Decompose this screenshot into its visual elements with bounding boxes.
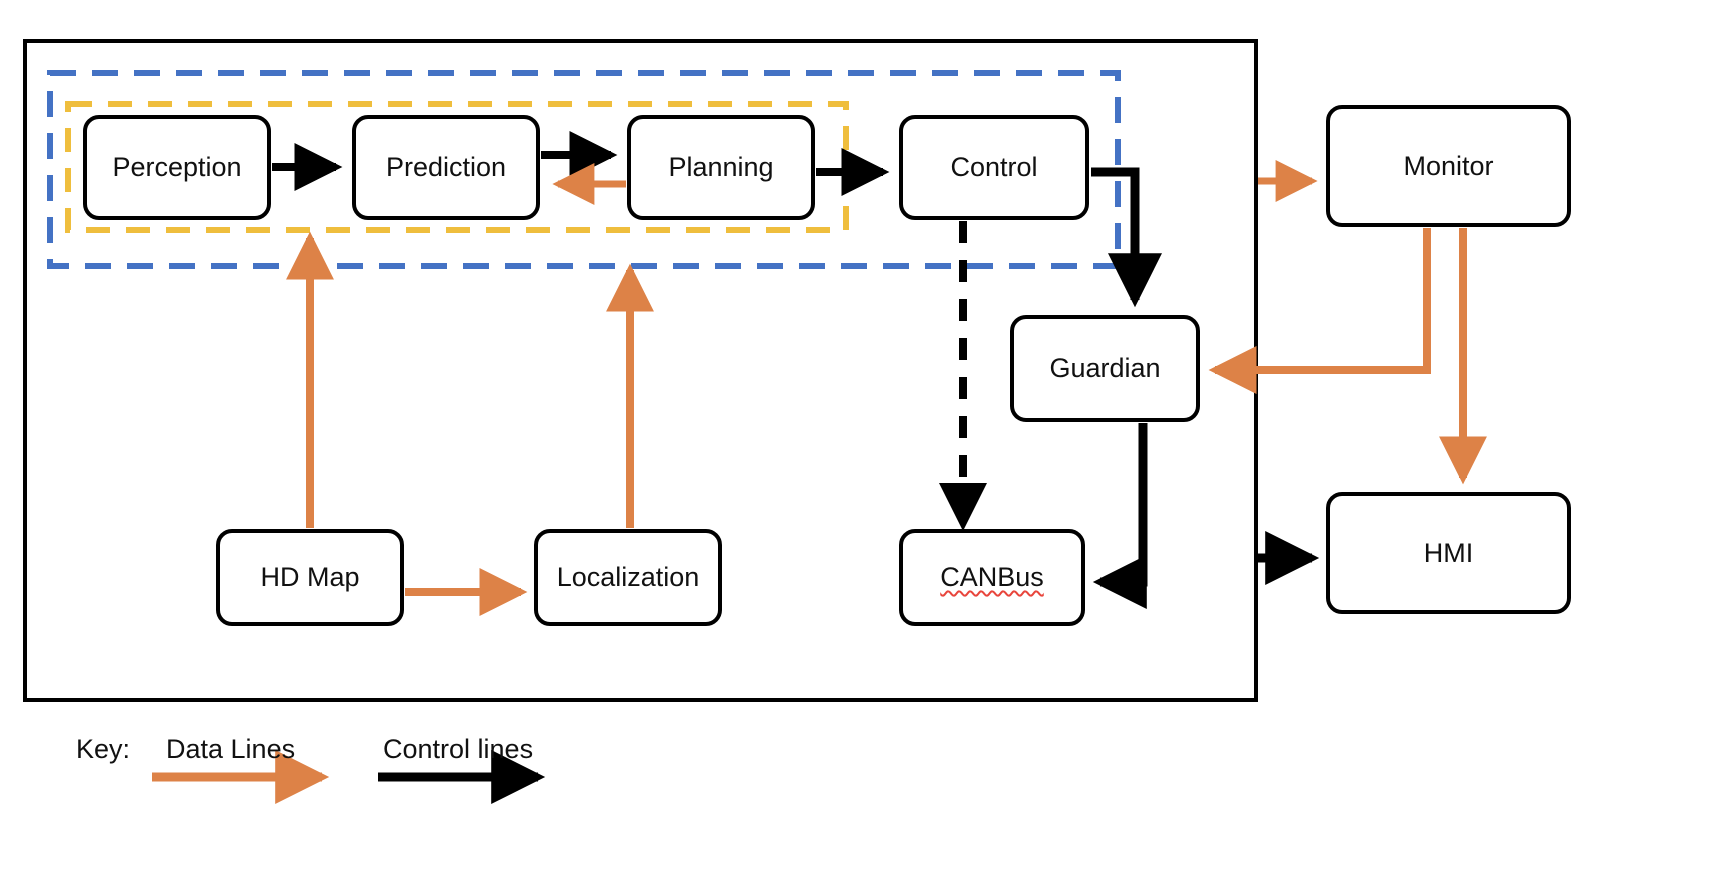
node-canbus[interactable]: CANBus bbox=[899, 529, 1085, 626]
node-guardian[interactable]: Guardian bbox=[1010, 315, 1200, 422]
node-monitor[interactable]: Monitor bbox=[1326, 105, 1571, 227]
node-perception[interactable]: Perception bbox=[83, 115, 271, 220]
node-planning-label: Planning bbox=[668, 152, 774, 182]
node-monitor-label: Monitor bbox=[1403, 150, 1494, 181]
legend-key-label: Key: bbox=[76, 734, 131, 764]
node-hmi[interactable]: HMI bbox=[1326, 492, 1571, 614]
legend-data-lines-label: Data Lines bbox=[166, 734, 296, 764]
node-guardian-label: Guardian bbox=[1049, 353, 1161, 383]
node-localization[interactable]: Localization bbox=[534, 529, 722, 626]
node-canbus-label: CANBus bbox=[940, 562, 1044, 592]
edge-guardian-canbus bbox=[1092, 423, 1148, 610]
node-control-label: Control bbox=[950, 152, 1038, 182]
node-localization-label: Localization bbox=[556, 562, 700, 592]
node-prediction-label: Prediction bbox=[385, 152, 507, 182]
node-planning[interactable]: Planning bbox=[627, 115, 815, 220]
edge-control-guardian bbox=[1091, 167, 1163, 308]
legend-control-lines-label: Control lines bbox=[383, 734, 534, 764]
edge-monitor-guardian bbox=[1208, 228, 1431, 395]
node-perception-label: Perception bbox=[112, 152, 242, 182]
node-hd-map-label: HD Map bbox=[260, 562, 360, 592]
node-hmi-label: HMI bbox=[1423, 537, 1474, 568]
node-prediction[interactable]: Prediction bbox=[352, 115, 540, 220]
node-control[interactable]: Control bbox=[899, 115, 1089, 220]
node-hd-map[interactable]: HD Map bbox=[216, 529, 404, 626]
